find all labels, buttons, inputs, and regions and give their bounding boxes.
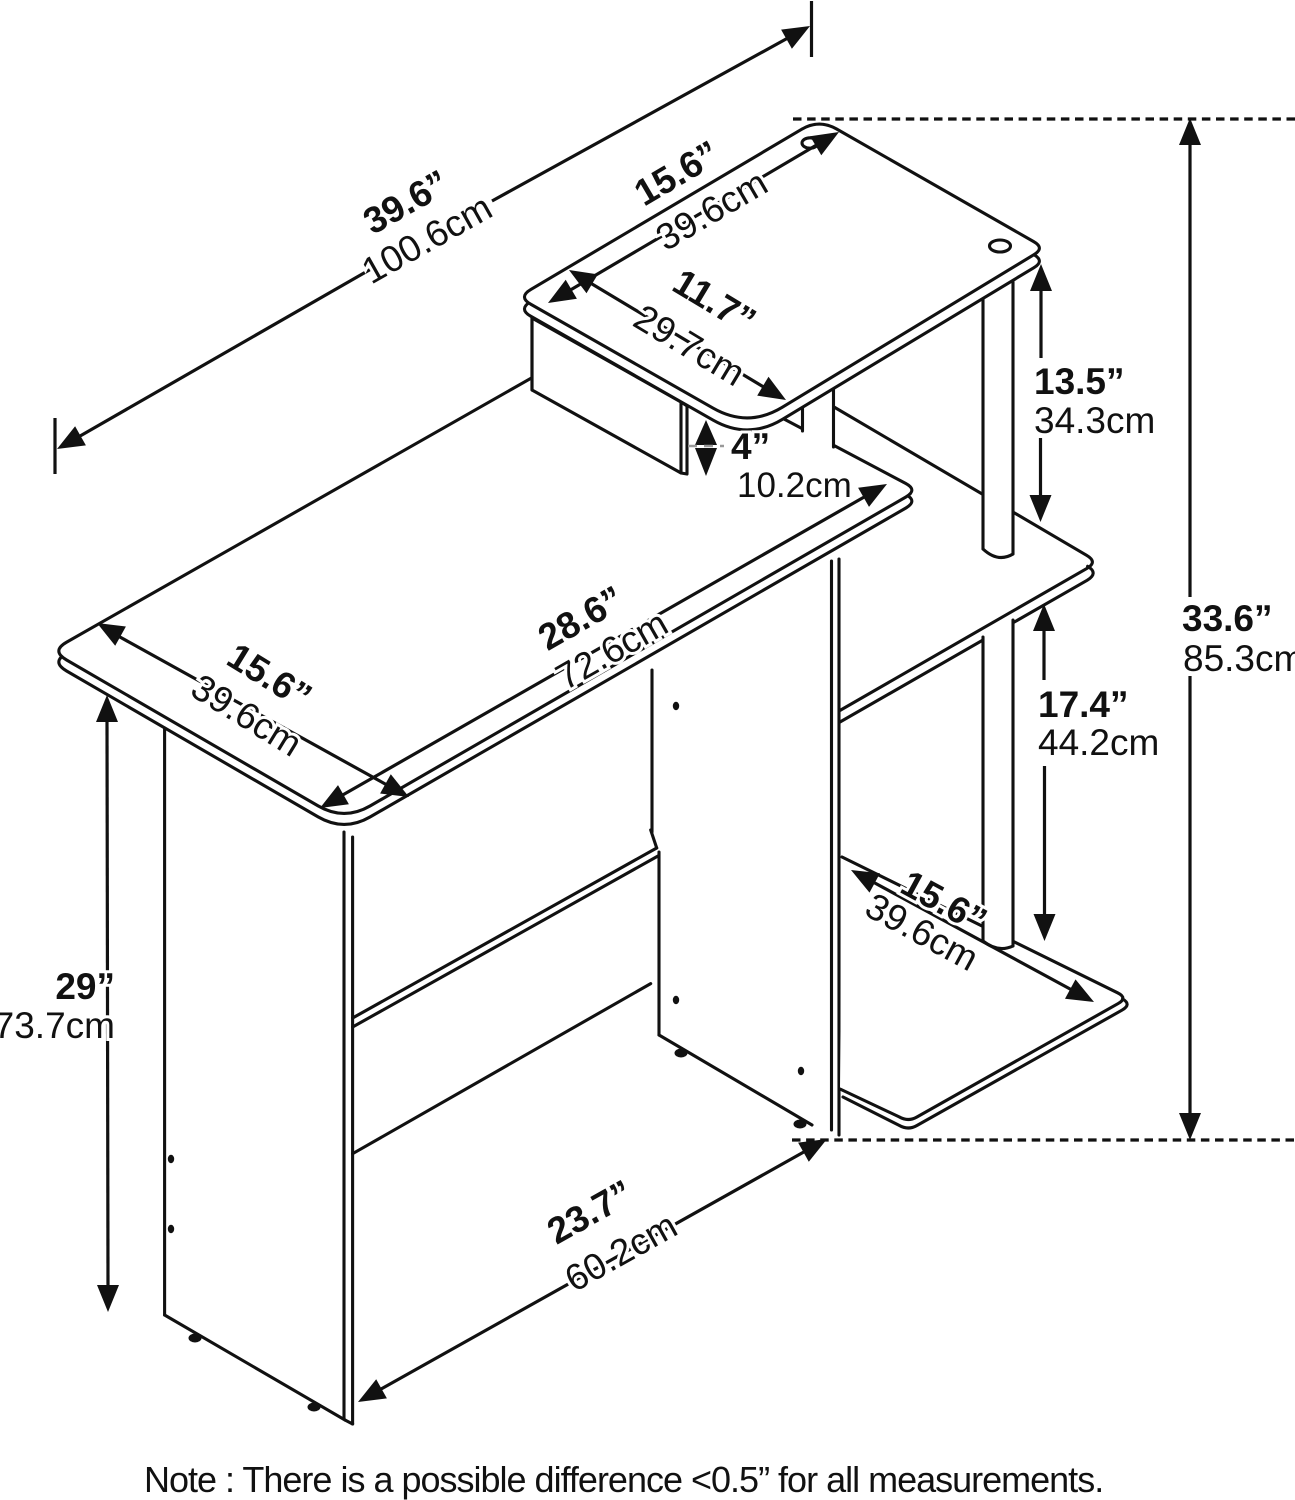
svg-text:17.4”: 17.4” xyxy=(1038,684,1129,725)
svg-text:73.7cm: 73.7cm xyxy=(0,1005,115,1046)
svg-text:44.2cm: 44.2cm xyxy=(1038,722,1159,763)
svg-text:4”: 4” xyxy=(731,426,770,467)
svg-text:10.2cm: 10.2cm xyxy=(737,466,852,505)
svg-text:29”: 29” xyxy=(55,966,115,1007)
svg-text:34.3cm: 34.3cm xyxy=(1034,400,1155,441)
svg-text:13.5”: 13.5” xyxy=(1034,361,1125,402)
svg-text:85.3cm: 85.3cm xyxy=(1183,638,1295,679)
svg-text:Note : There is a possible dif: Note : There is a possible difference <0… xyxy=(144,1459,1103,1500)
svg-text:33.6”: 33.6” xyxy=(1182,598,1273,639)
